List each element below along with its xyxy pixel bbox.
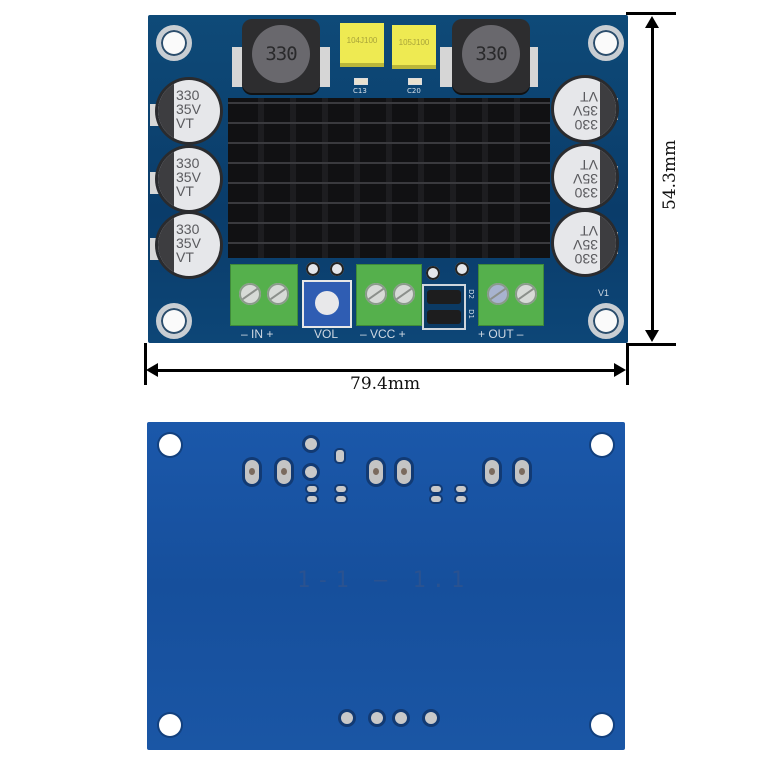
mounting-hole [159,434,181,456]
terminal-block-output[interactable] [478,264,544,326]
height-dimension-label: 54.3mm [660,139,680,210]
mounting-hole [591,434,613,456]
smd-capacitor [408,78,422,85]
solder-pad [305,438,317,450]
label-c13: C13 [353,87,367,95]
volume-potentiometer[interactable] [302,280,352,328]
small-capacitor [426,266,440,280]
label-out: + OUT – [478,327,524,341]
inductor-marking: 330 [462,25,520,83]
small-capacitor [306,262,320,276]
inductor-pad [232,47,244,87]
inductor-left: 330 [242,19,320,93]
solder-pad [515,460,529,484]
solder-pad [277,460,291,484]
solder-pad [431,486,441,492]
label-vol: VOL [314,327,339,341]
screw-terminal[interactable] [267,283,289,305]
arrow-left-icon [146,363,158,377]
screw-terminal[interactable] [239,283,261,305]
mounting-hole-top-right [588,25,624,61]
solder-pad [336,496,346,502]
label-in: – IN + [241,327,274,341]
mounting-hole [159,714,181,736]
mounting-hole-top-left [156,25,192,61]
arrow-up-icon [645,16,659,28]
label-c20: C20 [407,87,421,95]
dimension-tick-left [144,343,147,385]
small-capacitor [455,262,469,276]
solder-pad [397,460,411,484]
faint-silkscreen: 1-1 — 1.1 [297,568,471,593]
screw-terminal[interactable] [393,283,415,305]
heatsink [228,98,550,258]
solder-pad [456,496,466,502]
electrolytic-capacitor-left-3: 330 35V VT [158,214,220,276]
film-cap-marking: 105J100 [398,38,430,47]
arrow-down-icon [645,330,659,342]
screw-terminal[interactable] [515,283,537,305]
inductor-right: 330 [452,19,530,93]
dimension-line-vertical [651,26,654,332]
film-cap-marking: 104J100 [346,36,378,45]
dimension-line-horizontal [156,369,618,372]
smd-capacitor [354,78,368,85]
terminal-block-input[interactable] [230,264,298,326]
dimension-tick-right [626,343,629,385]
solder-pad [307,486,317,492]
diode-d1 [427,310,461,324]
pcb-bottom-view: 1-1 — 1.1 [147,422,625,750]
solder-pad [336,450,344,462]
solder-pad [336,486,346,492]
electrolytic-capacitor-left-1: 330 35V VT [158,80,220,142]
screw-terminal[interactable] [487,283,509,305]
label-vcc: – VCC + [360,327,406,341]
small-capacitor [330,262,344,276]
film-capacitor-c13: 104J100 [340,23,384,63]
solder-pad [395,712,407,724]
pot-knob[interactable] [315,291,339,315]
label-v1: V1 [598,288,610,298]
electrolytic-capacitor-right-3: 330 35V VT [554,212,616,274]
diode-d2 [427,290,461,304]
mounting-hole-bottom-right [588,303,624,339]
inductor-pad [318,47,330,87]
dimension-tick-top [626,12,676,15]
solder-pad [431,496,441,502]
terminal-block-vcc[interactable] [356,264,422,326]
solder-pad [245,460,259,484]
electrolytic-capacitor-right-1: 330 35V VT [554,78,616,140]
label-d1: D1 [466,309,475,319]
mounting-hole-bottom-left [156,303,192,339]
solder-pad [456,486,466,492]
solder-pad [305,466,317,478]
electrolytic-capacitor-left-2: 330 35V VT [158,148,220,210]
film-capacitor-c20: 105J100 [392,25,436,65]
inductor-pad [440,47,452,87]
width-dimension-label: 79.4mm [350,374,421,394]
inductor-marking: 330 [252,25,310,83]
solder-pad [485,460,499,484]
dimension-tick-bottom [626,343,676,346]
solder-pad [371,712,383,724]
solder-pad [341,712,353,724]
solder-pad [369,460,383,484]
screw-terminal[interactable] [365,283,387,305]
solder-pad [307,496,317,502]
mounting-hole [591,714,613,736]
electrolytic-capacitor-right-2: 330 35V VT [554,146,616,208]
label-d2: D2 [466,289,475,299]
diode-area [422,284,466,330]
arrow-right-icon [614,363,626,377]
solder-pad [425,712,437,724]
